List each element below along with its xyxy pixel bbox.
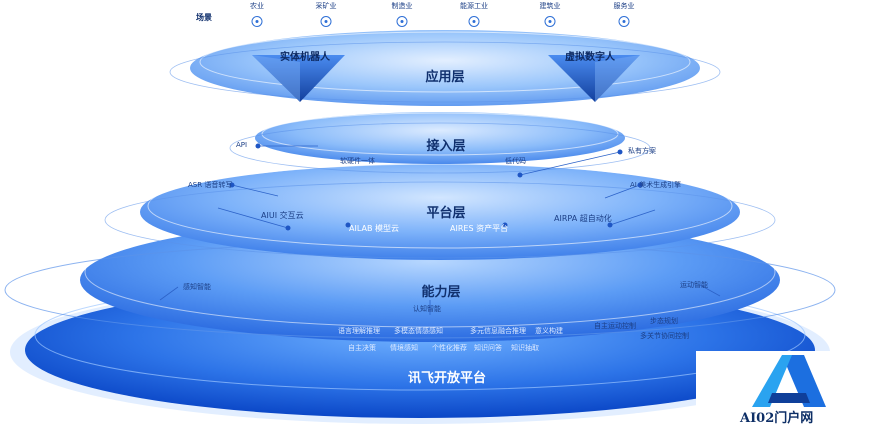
application-orbit-ring bbox=[169, 41, 721, 103]
cognition-item: 多模态情感感知 bbox=[394, 327, 443, 335]
platform-orbit-ring bbox=[104, 181, 776, 259]
construction-icon bbox=[544, 16, 556, 27]
access-orbit-ring bbox=[229, 122, 651, 174]
platform-item-aires: AIRES 资产平台 bbox=[450, 224, 509, 233]
access-layer-title: 接入层 bbox=[426, 139, 466, 154]
platform-item-art: AI 美术生成引擎 bbox=[630, 181, 682, 189]
access-layer-disc bbox=[255, 112, 625, 164]
services-icon bbox=[618, 16, 630, 27]
watermark-logo: AI02门户网 bbox=[696, 351, 894, 426]
motion-item: 自主运动控制 bbox=[594, 322, 636, 330]
capability-subtitle: 认知智能 bbox=[413, 305, 441, 313]
cognition-item: 情境感知 bbox=[390, 344, 418, 352]
industry-label-services: 服务业 bbox=[613, 2, 635, 10]
cognition-item: 意义构建 bbox=[535, 327, 563, 335]
platform-item-aiui: AIUI 交互云 bbox=[261, 211, 304, 220]
cognition-item: 自主决策 bbox=[348, 344, 376, 352]
entity-robot-pyramid-face bbox=[252, 55, 300, 102]
a-logo-icon bbox=[752, 355, 826, 407]
agriculture-icon bbox=[251, 16, 263, 27]
virtual-human-pyramid-face bbox=[595, 55, 640, 102]
industry-label-energy: 能源工业 bbox=[460, 2, 488, 10]
manufacturing-icon bbox=[396, 16, 408, 27]
capability-layer-title: 能力层 bbox=[421, 285, 461, 300]
virtual-human-pyramid bbox=[548, 55, 640, 102]
platform-item-asr: ASR 语音转写 bbox=[188, 181, 233, 189]
platform-item-ailab: AILAB 模型云 bbox=[349, 224, 399, 233]
energy-icon bbox=[468, 16, 480, 27]
cognition-item: 多元信息融合推理 bbox=[470, 327, 526, 335]
industry-label-construction: 建筑业 bbox=[539, 2, 561, 10]
industry-label-mining: 采矿业 bbox=[315, 2, 337, 10]
access-item-api: API bbox=[236, 141, 248, 149]
cognition-item: 语言理解推理 bbox=[338, 327, 380, 335]
platform-layer-disc bbox=[140, 164, 740, 260]
application-layer-disc bbox=[190, 30, 700, 106]
base-layer-title: 讯飞开放平台 bbox=[407, 371, 487, 386]
platform-item-airpa: AIRPA 超自动化 bbox=[554, 214, 612, 223]
platform-layer-title: 平台层 bbox=[426, 206, 466, 221]
entity-robot-label: 实体机器人 bbox=[280, 52, 330, 63]
mining-icon bbox=[320, 16, 332, 27]
connector-lines bbox=[159, 145, 721, 315]
industry-label-manufacturing: 制造业 bbox=[391, 2, 413, 10]
access-item-private: 私有方案 bbox=[628, 147, 656, 155]
industry-label-agriculture: 农业 bbox=[250, 2, 264, 10]
cognition-item: 个性化推荐 bbox=[432, 344, 467, 352]
capability-left-group: 感知智能 bbox=[183, 283, 211, 291]
entity-robot-pyramid bbox=[252, 55, 345, 102]
cognition-item: 知识抽取 bbox=[511, 344, 539, 352]
access-layer-rim bbox=[261, 112, 619, 156]
access-item-hardware: 软硬件一体 bbox=[340, 157, 375, 165]
access-item-low-code: 低代码 bbox=[505, 157, 526, 165]
industries-label: 场景 bbox=[196, 13, 212, 22]
connector-dots bbox=[229, 143, 643, 231]
application-layer-rim bbox=[199, 31, 691, 93]
cognition-item: 知识问答 bbox=[474, 344, 502, 352]
virtual-human-label: 虚拟数字人 bbox=[565, 52, 615, 63]
capability-right-group: 运动智能 bbox=[680, 281, 708, 289]
watermark-text: AI02门户网 bbox=[740, 411, 814, 426]
motion-item: 多关节协同控制 bbox=[640, 332, 689, 340]
motion-item: 步态规划 bbox=[650, 317, 678, 325]
application-layer-title: 应用层 bbox=[425, 70, 465, 85]
